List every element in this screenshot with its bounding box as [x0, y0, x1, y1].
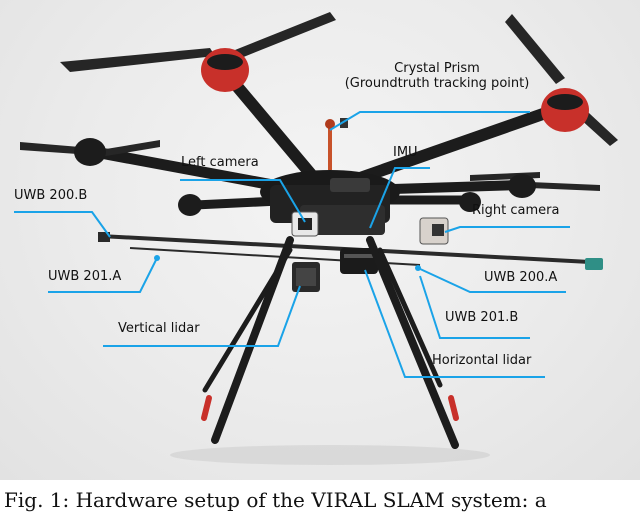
label-crystal-prism-line1: Crystal Prism: [394, 61, 480, 76]
label-uwb-200b: UWB 200.B: [14, 188, 88, 203]
label-vertical-lidar: Vertical lidar: [118, 321, 200, 336]
label-uwb-201a: UWB 201.A: [48, 269, 122, 284]
label-horizontal-lidar: Horizontal lidar: [432, 353, 532, 368]
label-left-camera: Left camera: [181, 155, 259, 170]
vertical-lidar: [292, 262, 320, 292]
crystal-prism: [325, 118, 348, 170]
label-uwb-200a: UWB 200.A: [484, 270, 558, 285]
label-right-camera: Right camera: [472, 203, 560, 218]
propellers: [20, 12, 618, 191]
label-crystal-prism: Crystal Prism (Groundtruth tracking poin…: [322, 61, 552, 92]
label-uwb-201b: UWB 201.B: [445, 310, 519, 325]
motors: [74, 48, 589, 216]
label-imu: IMU: [393, 145, 418, 160]
figure-photo: Crystal Prism (Groundtruth tracking poin…: [0, 0, 640, 480]
callout-lines: [14, 111, 570, 378]
drone-illustration: [14, 12, 618, 465]
uwb-200a-antenna: [585, 258, 603, 270]
figure-caption: Fig. 1: Hardware setup of the VIRAL SLAM…: [4, 488, 547, 512]
horizontal-lidar: [340, 248, 378, 274]
landing-gear: [202, 236, 459, 449]
label-crystal-prism-line2: (Groundtruth tracking point): [344, 75, 530, 91]
